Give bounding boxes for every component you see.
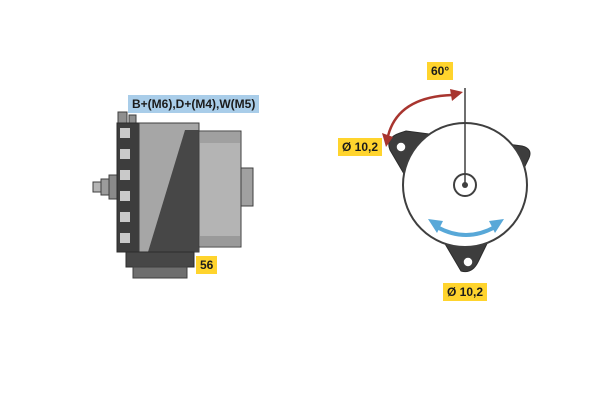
hole-diameter-top-label: Ø 10,2 (338, 138, 383, 156)
terminals-label: B+(M6),D+(M4),W(M5) (128, 95, 260, 113)
mount-hole-bottom (462, 256, 474, 268)
mounting-foot (125, 251, 195, 279)
front-view (382, 88, 531, 273)
shaft (92, 174, 118, 200)
rotation-arrow (428, 219, 504, 237)
pin-56-label: 56 (196, 256, 218, 274)
angle-arrow (382, 89, 463, 147)
angle-60-label: 60° (427, 62, 454, 80)
side-view (92, 111, 254, 279)
pulley (116, 122, 140, 253)
hole-diameter-bottom-label: Ø 10,2 (443, 283, 488, 301)
terminal-studs (117, 111, 137, 124)
mount-hole-top (395, 141, 407, 153)
housing (138, 122, 254, 253)
